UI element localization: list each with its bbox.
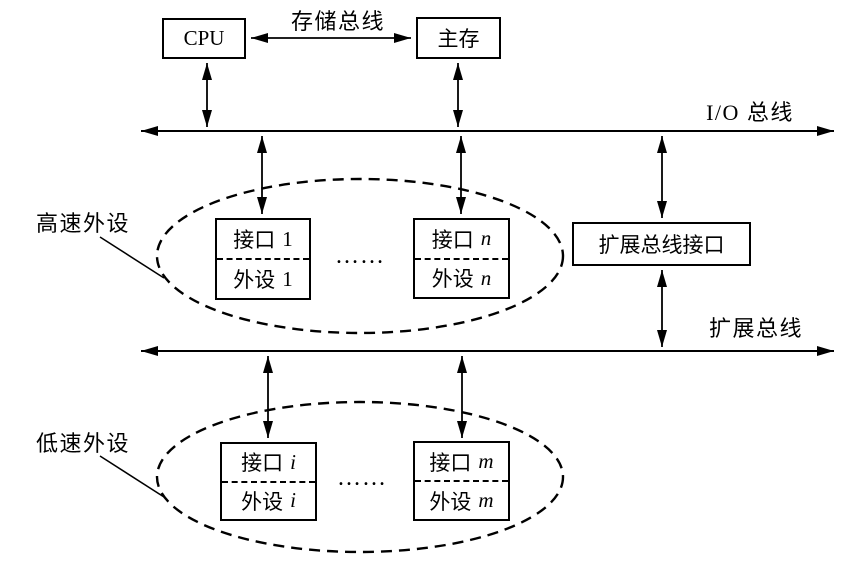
low-speed-label-leader-line: [99, 455, 165, 498]
main-memory-label: 主存: [437, 27, 480, 51]
main-memory-box: 主存: [416, 17, 501, 59]
interface-index: n: [480, 226, 492, 251]
io-bus-label: I/O 总线: [706, 100, 794, 125]
expansion-bus-interface-label: 扩展总线接口: [598, 233, 725, 257]
interface-label: 接口: [429, 450, 472, 475]
low-speed-group-ellipse: [155, 400, 565, 554]
peripheral-label: 外设: [241, 489, 284, 514]
peripheral-index: m: [478, 488, 494, 512]
high-speed-group-label: 高速外设: [36, 211, 131, 236]
peripheral-label: 外设: [429, 489, 472, 514]
expansion-bus-label: 扩展总线: [708, 316, 803, 341]
peripheral-index: 1: [282, 266, 293, 291]
expansion-bus-interface-box: 扩展总线接口: [572, 222, 751, 266]
cpu-box: CPU: [162, 18, 246, 59]
interface-label: 接口: [241, 451, 284, 476]
interface-label: 接口: [431, 227, 474, 252]
peripheral-index: i: [290, 488, 296, 513]
high-speed-label-leader-line: [99, 236, 165, 279]
storage-bus-label: 存储总线: [290, 9, 385, 34]
interface-index: i: [290, 449, 296, 474]
interface-index: 1: [282, 226, 293, 251]
low-speed-group-label: 低速外设: [36, 431, 131, 456]
interface-label: 接口: [233, 228, 276, 252]
high-speed-group-ellipse: [155, 177, 565, 335]
cpu-label: CPU: [183, 26, 225, 50]
peripheral-label: 外设: [233, 268, 276, 292]
interface-index: m: [478, 449, 494, 473]
low-speed-ellipsis: ……: [337, 465, 387, 491]
peripheral-index: n: [480, 265, 492, 290]
peripheral-label: 外设: [431, 267, 474, 292]
high-speed-ellipsis: ……: [335, 243, 385, 269]
